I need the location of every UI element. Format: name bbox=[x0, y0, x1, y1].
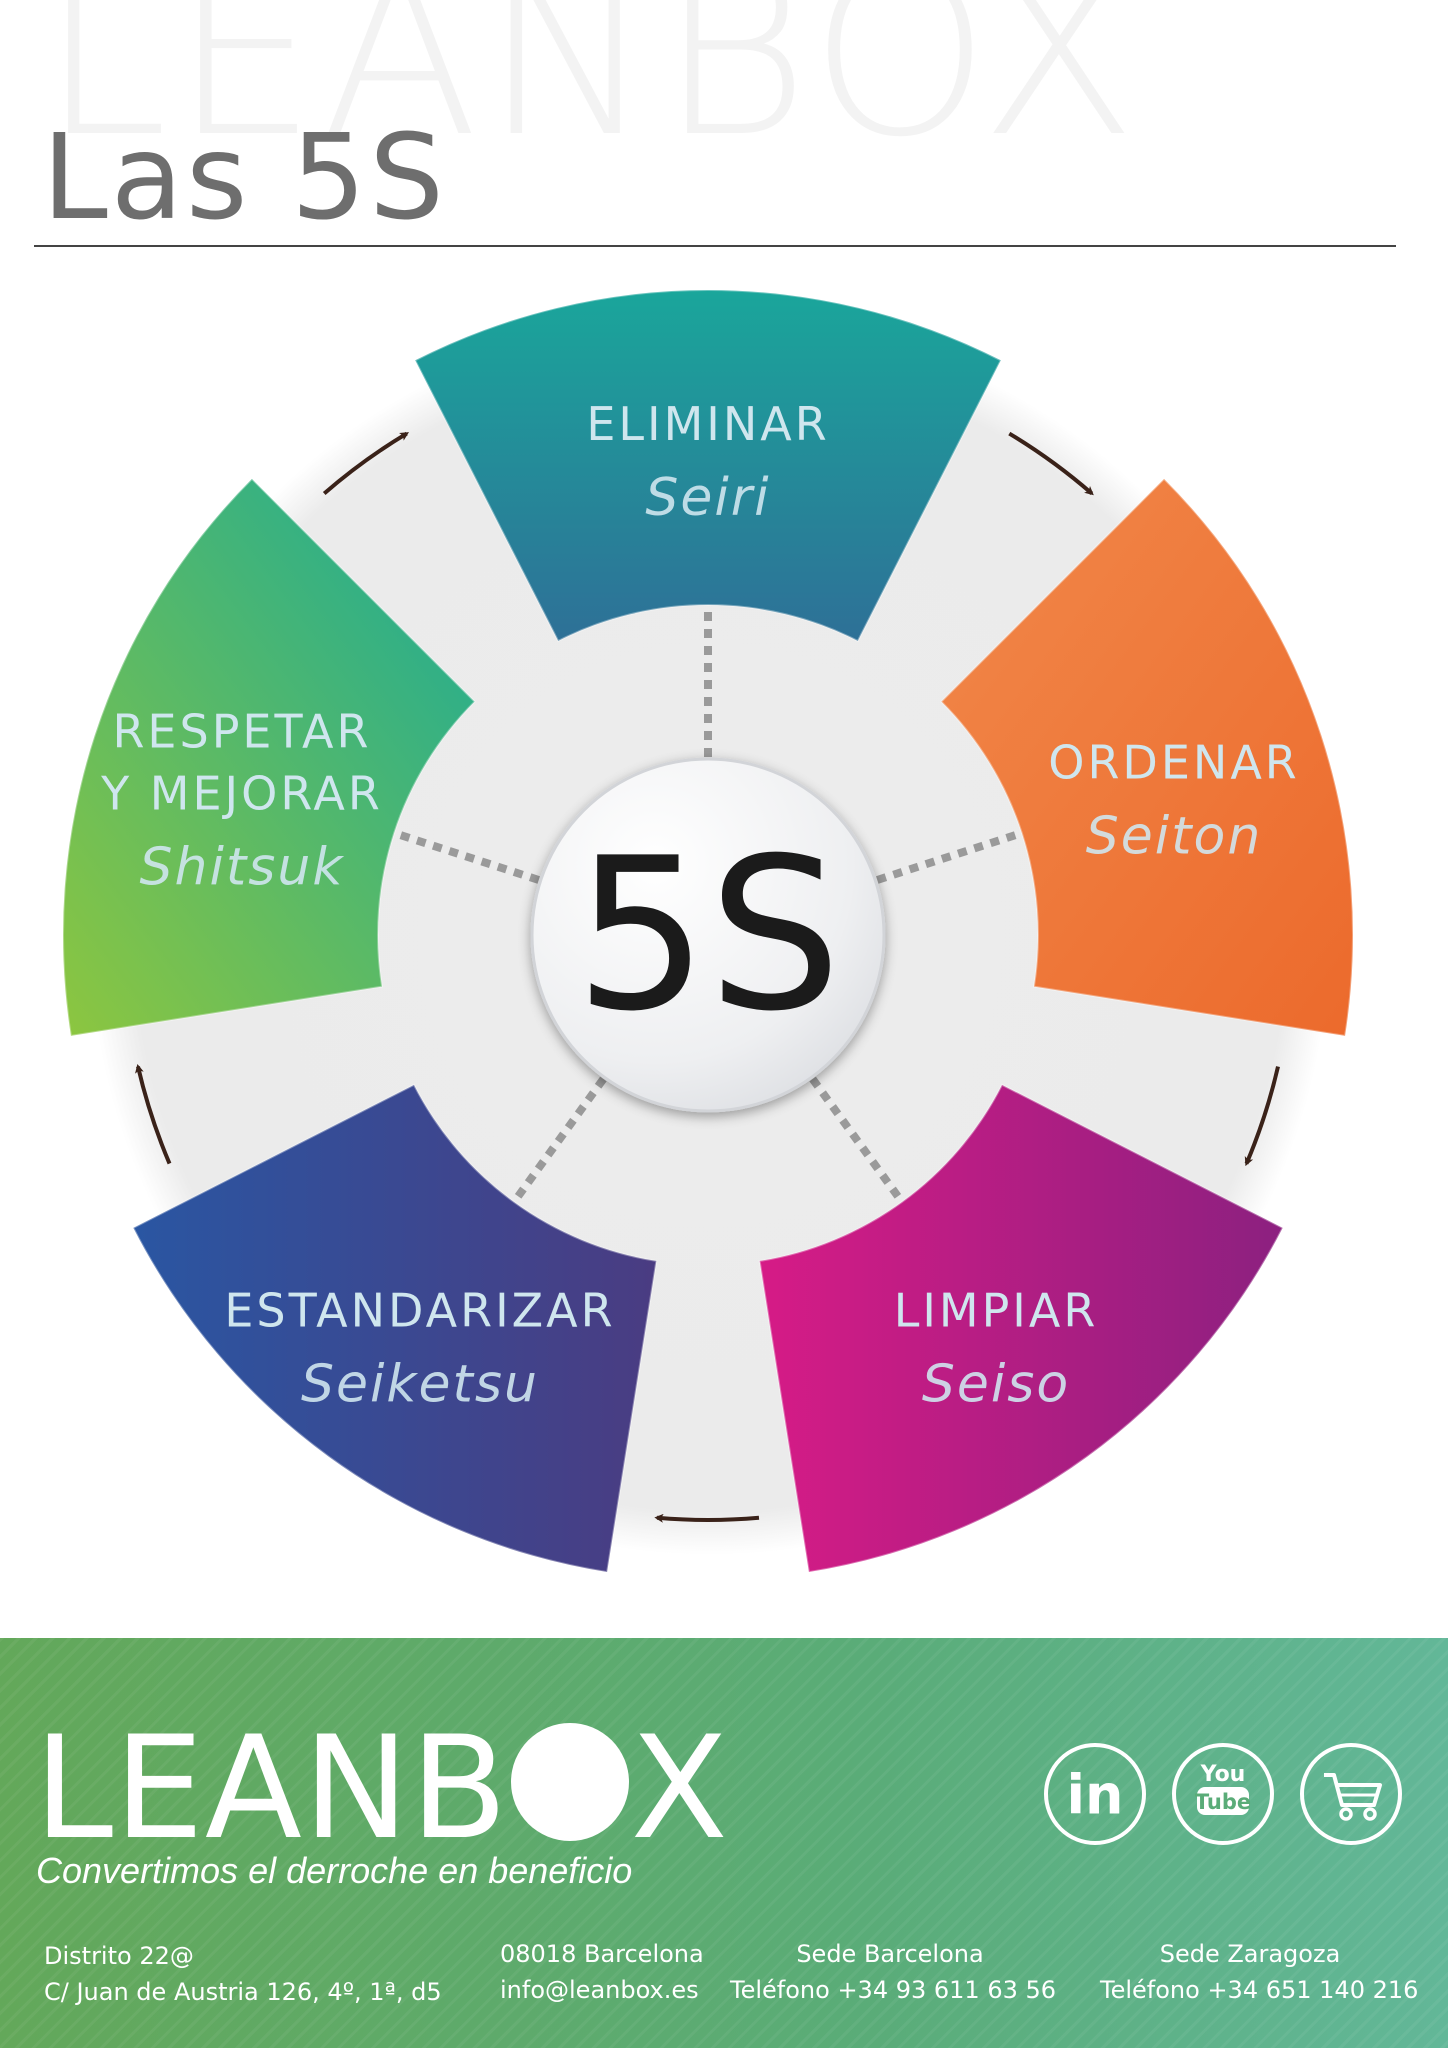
segment-label: RESPETAR bbox=[112, 705, 371, 759]
segment-japanese-term: Seiri bbox=[645, 468, 770, 528]
cycle-arrow bbox=[1008, 431, 1094, 496]
sede-barcelona-phone[interactable]: Teléfono +34 93 611 63 56 bbox=[730, 1976, 1057, 2004]
logo-o-circle bbox=[510, 1723, 629, 1841]
sede-zaragoza-phone[interactable]: Teléfono +34 651 140 216 bbox=[1100, 1976, 1419, 2004]
title-divider bbox=[34, 245, 1396, 247]
segment-ordenar: ORDENAR Seiton bbox=[939, 477, 1354, 1038]
contact-city: 08018 Barcelona bbox=[500, 1940, 704, 1968]
sede-barcelona-title: Sede Barcelona bbox=[796, 1940, 984, 1968]
cart-icon[interactable] bbox=[1300, 1743, 1402, 1845]
watermark-logo: LEANBOX bbox=[40, 0, 1142, 188]
segment-label: ORDENAR bbox=[1048, 736, 1300, 790]
segment-label: LIMPIAR bbox=[894, 1283, 1099, 1337]
contact-email[interactable]: info@leanbox.es bbox=[500, 1976, 699, 2004]
segment-label: ESTANDARIZAR bbox=[224, 1283, 615, 1337]
sede-zaragoza-title: Sede Zaragoza bbox=[1159, 1940, 1341, 1968]
page-title: Las 5S bbox=[42, 108, 448, 246]
address-block: Distrito 22@ C/ Juan de Austria 126, 4º,… bbox=[44, 1938, 442, 2010]
logo-text-start: LEANB bbox=[34, 1706, 509, 1871]
segment-japanese-term: Seiso bbox=[922, 1354, 1070, 1414]
tagline: Convertimos el derroche en beneficio bbox=[36, 1850, 633, 1891]
segment-japanese-term: Shitsuk bbox=[139, 838, 344, 898]
sede-barcelona-block: Sede Barcelona Teléfono +34 93 611 63 56 bbox=[730, 1936, 1057, 2008]
youtube-icon-text-top: You bbox=[1200, 1762, 1246, 1787]
sede-zaragoza-block: Sede Zaragoza Teléfono +34 651 140 216 bbox=[1100, 1936, 1419, 2008]
dotted-connector bbox=[809, 1076, 908, 1208]
dotted-connector bbox=[876, 827, 1027, 884]
center-circle: 5S bbox=[530, 757, 886, 1113]
youtube-icon[interactable]: You Tube bbox=[1172, 1743, 1274, 1845]
segment-estandarizar: ESTANDARIZAR Seiketsu bbox=[131, 1083, 658, 1574]
cycle-arrow bbox=[135, 1063, 172, 1165]
youtube-icon-text-bottom: Tube bbox=[1195, 1790, 1251, 1814]
linkedin-icon[interactable]: in bbox=[1044, 1743, 1146, 1845]
address-line-1: Distrito 22@ bbox=[44, 1942, 194, 1970]
cycle-arrow bbox=[322, 431, 410, 496]
dotted-connector bbox=[389, 827, 540, 884]
segment-limpiar: LIMPIAR Seiso bbox=[758, 1083, 1285, 1574]
contact-block: 08018 Barcelona info@leanbox.es bbox=[500, 1936, 704, 2008]
segment-eliminar: ELIMINAR Seiri bbox=[413, 289, 1003, 643]
center-label: 5S bbox=[575, 813, 842, 1058]
segment-japanese-term: Seiton bbox=[1086, 807, 1263, 867]
segment-respetar: RESPETAR Y MEJORAR Shitsuk bbox=[62, 477, 477, 1038]
segment-japanese-term: Seiketsu bbox=[301, 1354, 539, 1414]
address-line-2: C/ Juan de Austria 126, 4º, 1ª, d5 bbox=[44, 1978, 442, 2006]
cycle-arrow bbox=[654, 1513, 760, 1523]
segment-label: Y MEJORAR bbox=[100, 767, 383, 821]
dotted-connector bbox=[508, 1076, 607, 1208]
linkedin-icon-text: in bbox=[1067, 1764, 1124, 1827]
logo-text-end: X bbox=[630, 1706, 729, 1871]
segment-label: ELIMINAR bbox=[586, 397, 829, 451]
cycle-arrow bbox=[1244, 1066, 1280, 1167]
